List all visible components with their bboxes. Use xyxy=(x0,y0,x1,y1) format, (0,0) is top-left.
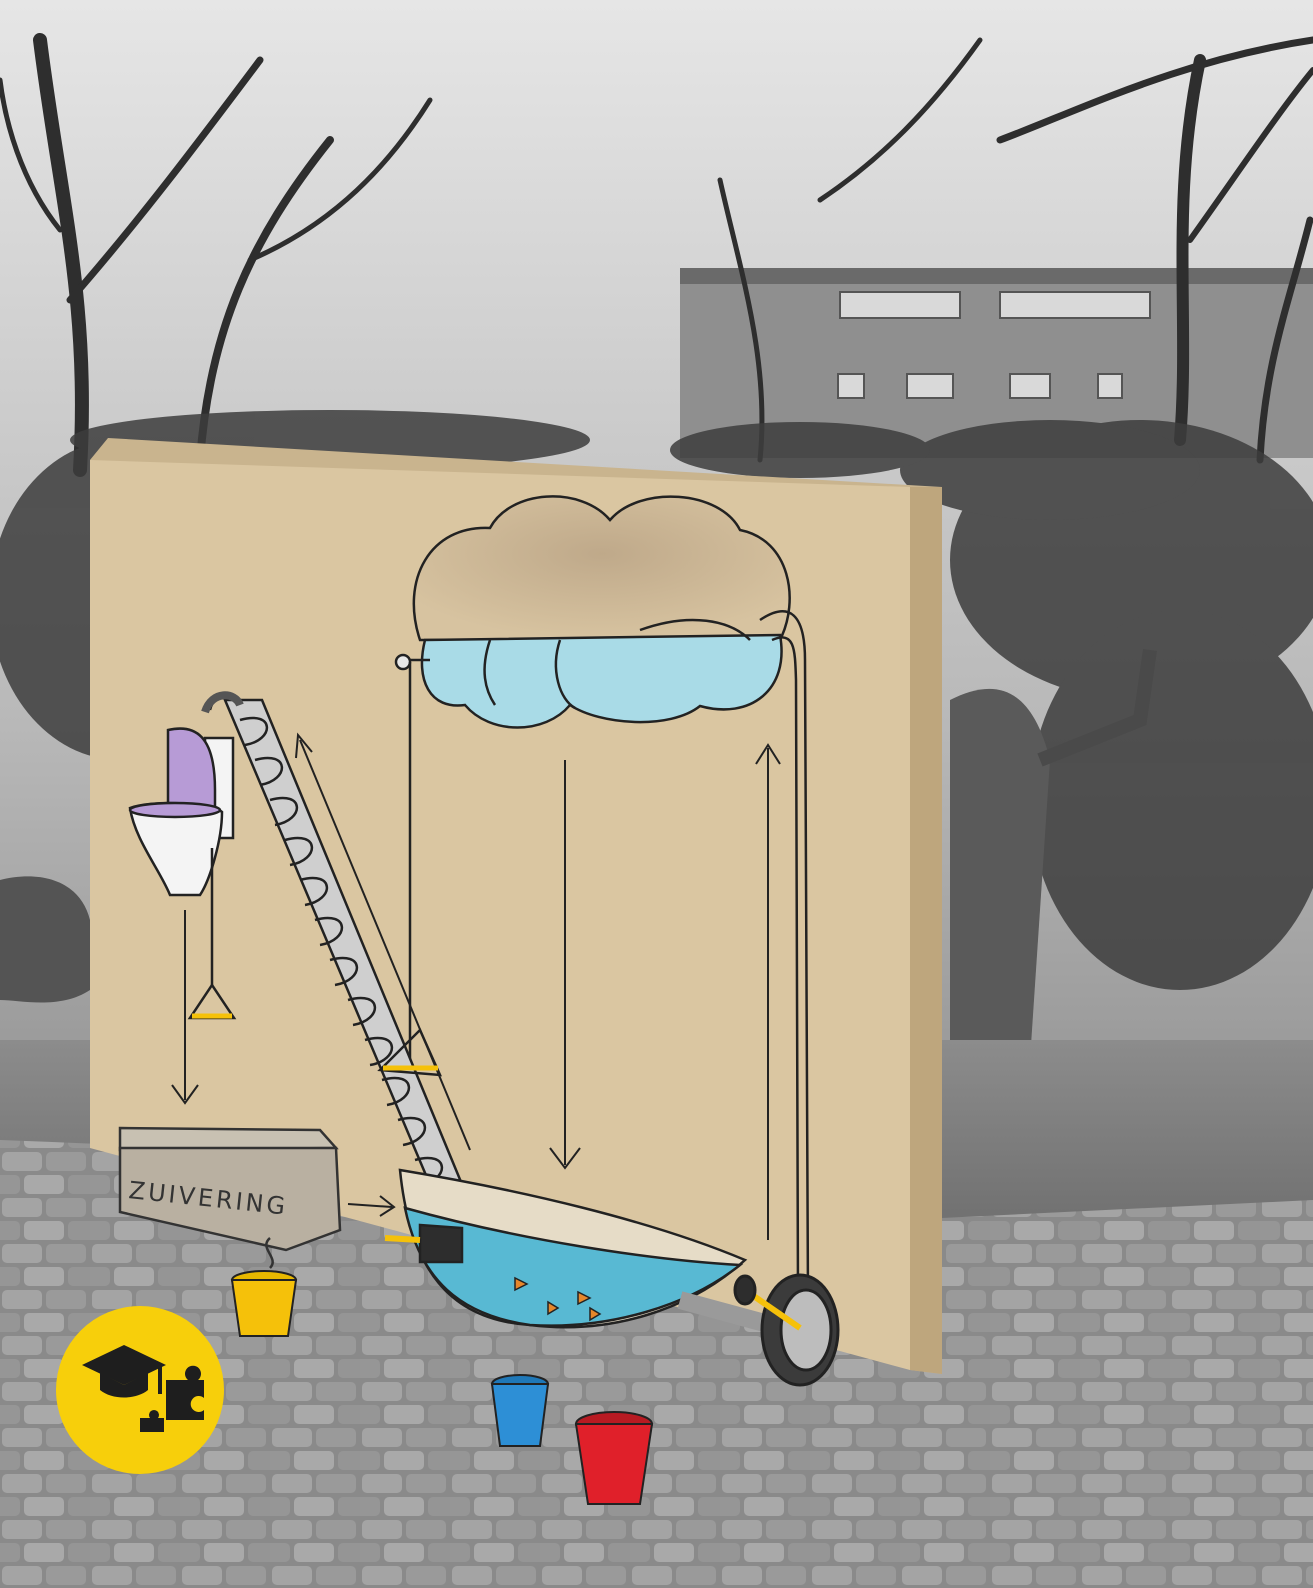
bucket-red xyxy=(576,1412,652,1504)
cloud-water-storage xyxy=(414,496,790,727)
bucket-blue xyxy=(492,1375,548,1446)
bucket-yellow xyxy=(232,1271,296,1336)
badge-logo xyxy=(56,1306,224,1474)
